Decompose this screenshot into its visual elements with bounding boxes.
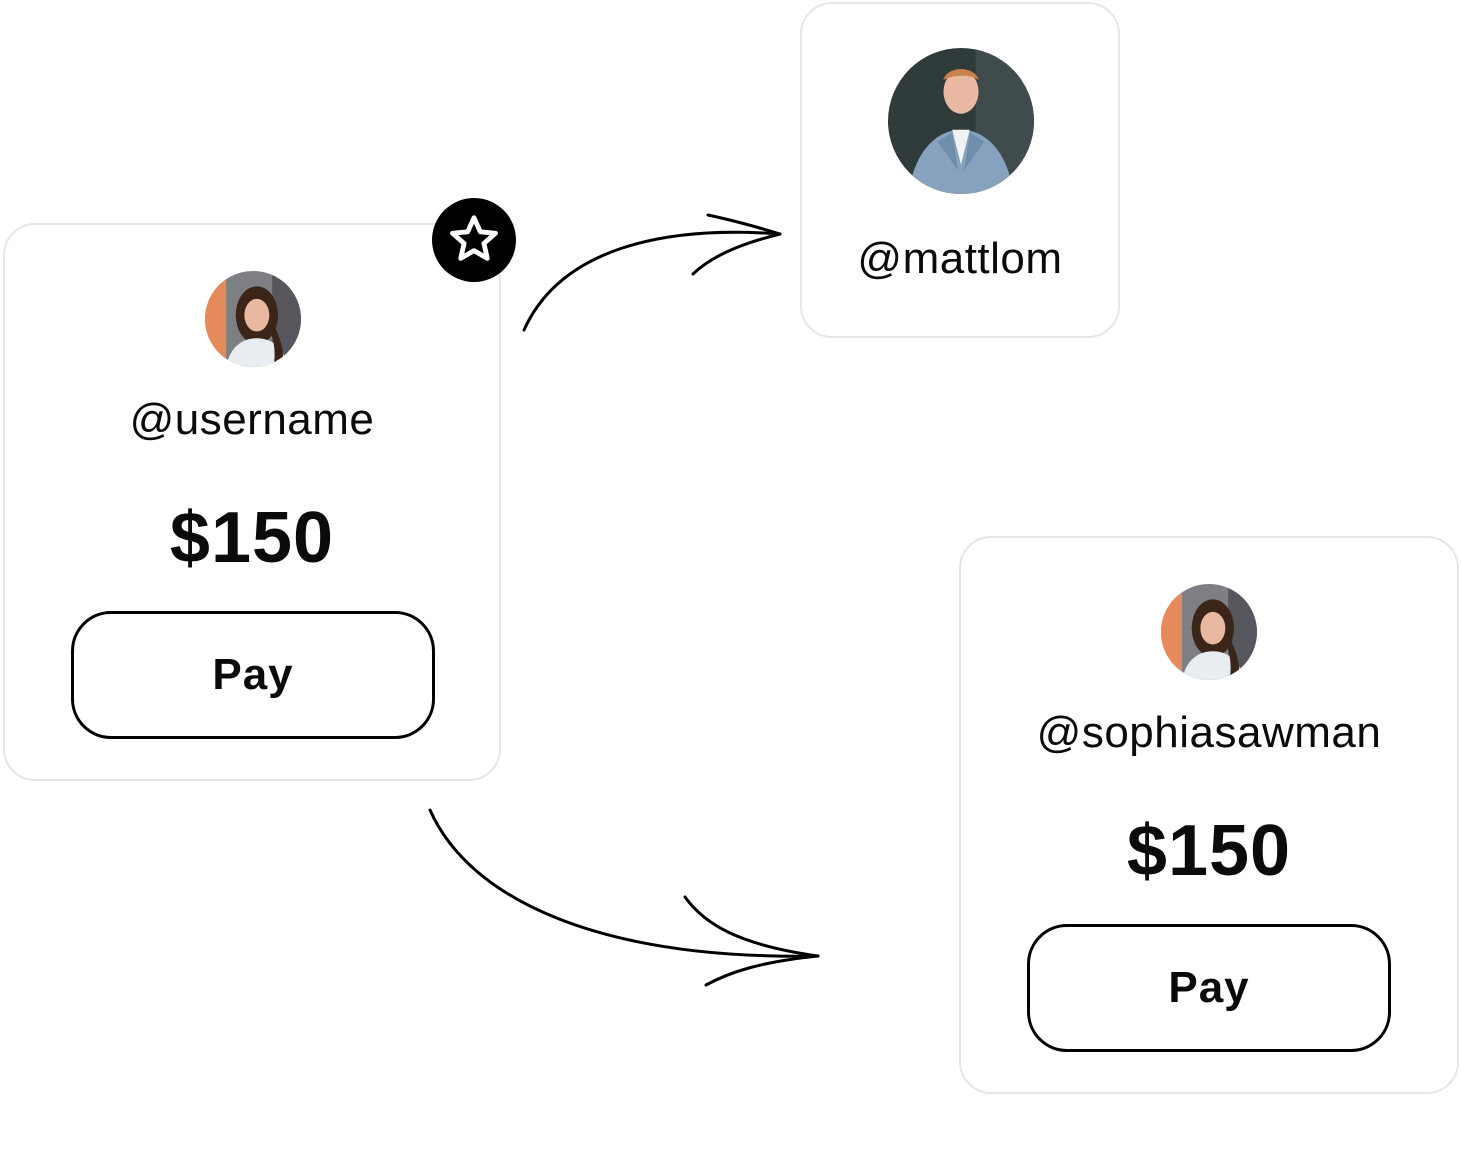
payment-card-sophiasawman: @sophiasawman $150 Pay xyxy=(959,536,1459,1094)
payment-card-username: @username $150 Pay xyxy=(3,223,501,781)
pay-button[interactable]: Pay xyxy=(71,611,435,739)
arrow-to-sophiasawman xyxy=(428,808,820,958)
username-handle: @mattlom xyxy=(857,234,1063,283)
avatar xyxy=(1161,584,1257,680)
star-badge xyxy=(432,198,516,282)
username-handle: @sophiasawman xyxy=(1036,708,1382,757)
avatar xyxy=(888,48,1034,194)
star-icon xyxy=(450,215,498,261)
recipient-card-mattlom: @mattlom xyxy=(800,2,1120,338)
arrow-to-mattlom xyxy=(522,230,782,332)
username-handle: @username xyxy=(129,395,375,444)
pay-button[interactable]: Pay xyxy=(1027,924,1391,1052)
man-portrait-avatar xyxy=(888,48,1034,194)
avatar xyxy=(205,271,301,367)
woman-portrait-avatar xyxy=(1161,584,1257,680)
payment-amount: $150 xyxy=(1126,811,1292,891)
payment-amount: $150 xyxy=(169,498,335,578)
woman-portrait-avatar xyxy=(205,271,301,367)
